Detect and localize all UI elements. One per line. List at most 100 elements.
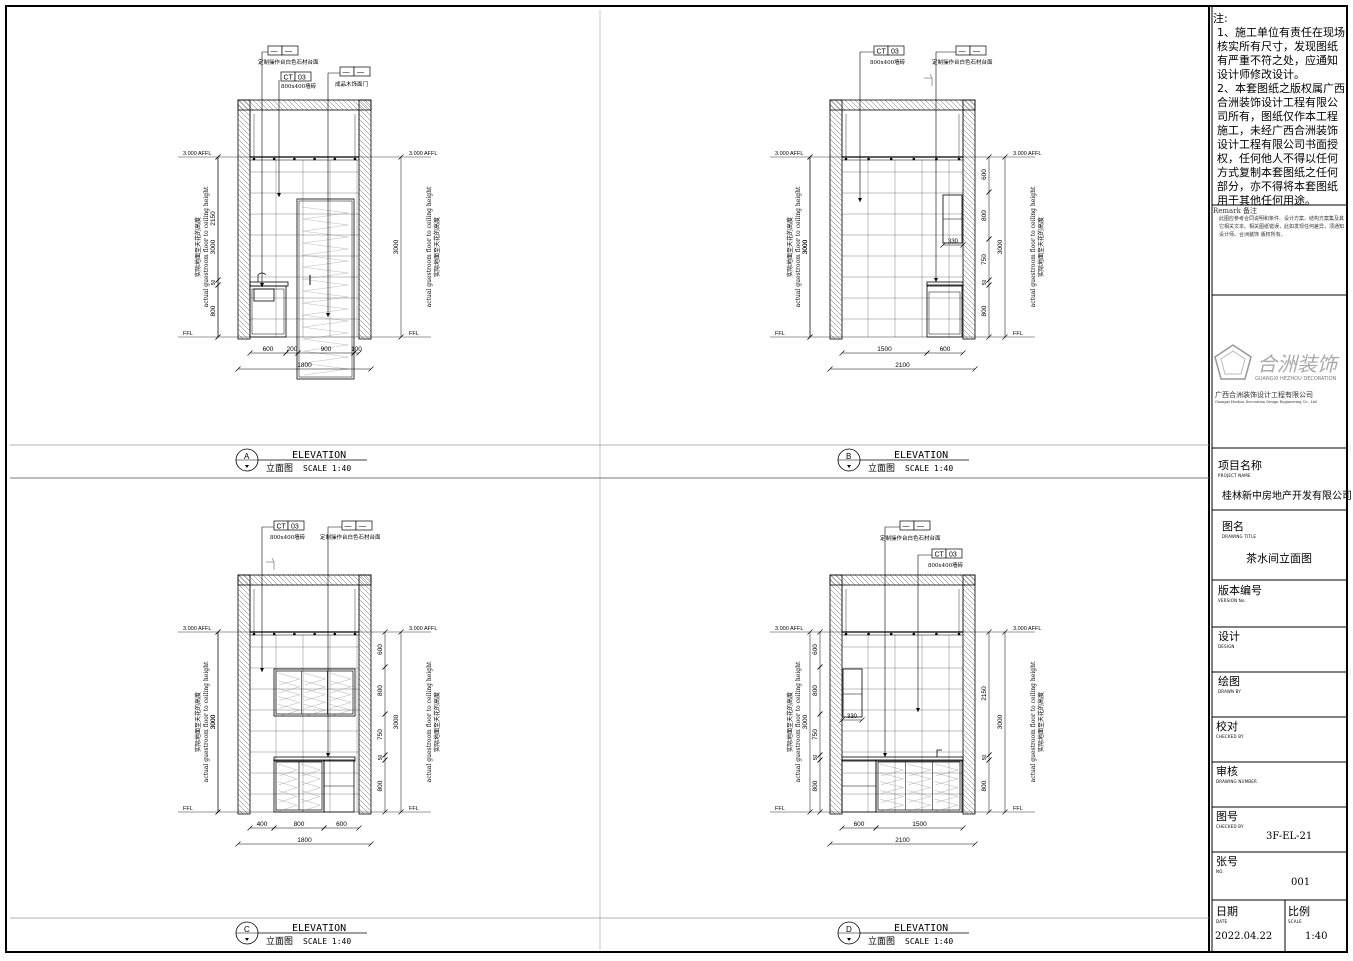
wall-hatch: [237, 113, 251, 127]
wood-grain: [329, 704, 352, 717]
review-label: 审核 DRAWING NUMBER: [1216, 765, 1257, 784]
remark-block: Remark 备注 此图应参考合同说明和条件、设计方案、结构方案集及其它相关文本…: [1213, 207, 1345, 239]
wall-hatch: [962, 608, 976, 622]
dim-tick: [807, 154, 813, 160]
wall-hatch: [307, 574, 319, 586]
wall-hatch: [829, 713, 843, 727]
wall-hatch: [829, 208, 843, 222]
wall-hatch: [272, 574, 284, 586]
wood-grain: [303, 688, 326, 701]
wall-hatch: [242, 99, 254, 111]
project-value: 桂林新中房地产开发有限公司: [1222, 491, 1352, 502]
wall-hatch: [358, 693, 372, 707]
wall-hatch: [237, 168, 251, 182]
wall-hatch: [959, 574, 971, 586]
wall-hatch: [358, 683, 372, 697]
level-label-ffl: FFL: [1013, 806, 1023, 812]
wall-hatch: [358, 123, 372, 137]
wall-hatch: [237, 583, 251, 597]
wall-hatch: [829, 168, 843, 182]
annotation-door: 成品木饰面门: [335, 80, 368, 88]
dim-text: 600: [940, 346, 951, 353]
wall-hatch: [829, 213, 843, 227]
title-pointer: [245, 465, 249, 468]
tag-box: [287, 520, 305, 531]
wall-hatch: [358, 638, 372, 652]
wall-hatch: [963, 574, 976, 587]
ceiling-light: [935, 632, 938, 636]
dim-text: 800: [377, 685, 384, 696]
dim-text: 3000: [802, 239, 809, 254]
wall-hatch: [237, 218, 251, 232]
wall-hatch: [962, 643, 976, 657]
wood-grain: [879, 763, 904, 777]
wall-hatch: [237, 628, 251, 642]
ceiling-light: [293, 157, 296, 161]
level-label-afl: 3.000 AFFL: [775, 626, 803, 632]
title-pointer: [847, 465, 851, 468]
dim-text: 800: [981, 210, 988, 221]
elevation-title: ELEVATION: [894, 923, 948, 934]
wall-hatch: [237, 808, 244, 815]
wall-hatch: [243, 574, 251, 582]
wall-hatch: [844, 99, 856, 111]
wood-grain: [934, 790, 959, 803]
wall-hatch: [352, 99, 364, 111]
dim-tick: [986, 282, 992, 288]
sink-cabinet: [249, 285, 287, 338]
dim-tick: [817, 809, 823, 815]
dim-text: 800: [812, 685, 819, 696]
wall-hatch: [962, 253, 976, 267]
wall-hatch: [237, 698, 251, 712]
lower-cabinet: [877, 761, 961, 811]
dim-tick: [986, 236, 992, 242]
wall-hatch: [358, 798, 372, 812]
wall-hatch: [237, 183, 251, 197]
annotation-tile: 800x400墙砖: [281, 82, 317, 90]
ceiling-light: [957, 157, 961, 161]
wall-hatch: [909, 99, 921, 111]
dim-tick: [859, 717, 865, 723]
wall-hatch: [297, 574, 309, 586]
wall-hatch: [237, 738, 251, 752]
dim-tick: [817, 629, 823, 635]
dim-text: 50: [982, 280, 988, 286]
wall-hatch: [962, 743, 976, 757]
tag-label: —: [903, 524, 910, 531]
wall-hatch: [358, 708, 372, 722]
wall-hatch: [237, 283, 251, 297]
dim-tick: [382, 664, 388, 670]
dim-text: 2150: [210, 211, 217, 226]
wall-hatch: [237, 208, 251, 222]
dim-tick: [235, 841, 241, 847]
wall-hatch: [962, 318, 976, 332]
wall-hatch: [829, 733, 843, 747]
height-label-cn: 实际地面至天花的高度: [194, 692, 202, 752]
wall-hatch: [237, 748, 251, 762]
wood-grain: [277, 688, 301, 701]
wall-hatch: [237, 803, 249, 815]
wall-hatch: [358, 763, 372, 777]
tag-label: —: [345, 524, 352, 531]
dim-text: 1500: [877, 346, 892, 353]
wood-grain: [277, 696, 301, 709]
wall-hatch: [237, 158, 251, 172]
wall-hatch: [358, 163, 372, 177]
wall-hatch: [944, 574, 956, 586]
wall-hatch: [358, 178, 372, 192]
wall-hatch: [358, 783, 372, 797]
wall-hatch: [829, 703, 843, 717]
wall-hatch: [237, 243, 251, 257]
wall-hatch: [237, 313, 251, 327]
leader-arrow: [326, 313, 330, 317]
ceiling-light: [889, 157, 893, 161]
dim-text: 3000: [210, 239, 217, 254]
wall-hatch: [874, 574, 886, 586]
wall-hatch: [237, 318, 251, 332]
dim-text: 100: [351, 346, 362, 353]
wall-hatch: [358, 308, 372, 322]
tag-label: —: [271, 49, 278, 56]
wall-hatch: [962, 163, 976, 177]
wall-hatch: [962, 623, 976, 637]
wall-hatch: [237, 798, 251, 812]
